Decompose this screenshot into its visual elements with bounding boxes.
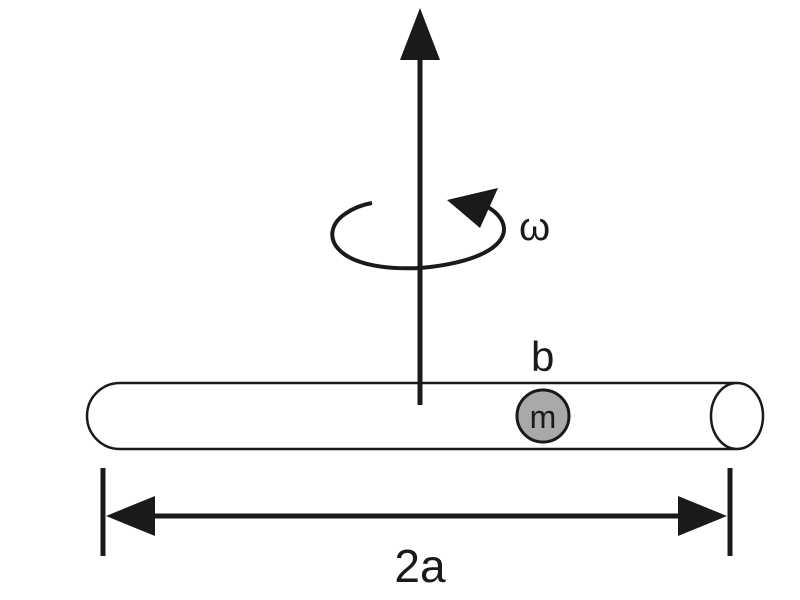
rotation-curl-arrow [330, 201, 506, 271]
rod-end-cap [709, 381, 765, 451]
mass-bead [515, 388, 571, 444]
dimension-arrowhead-left [106, 496, 155, 536]
rotation-curl-arrowhead [447, 188, 498, 228]
position-label-b: b [531, 333, 554, 380]
omega-label: ω [519, 205, 550, 249]
length-label: 2a [394, 540, 446, 592]
dimension-arrowhead-right [678, 496, 727, 536]
rod-body [85, 381, 735, 451]
rotation-axis-arrowhead [400, 8, 440, 60]
mass-label: m [530, 399, 557, 435]
